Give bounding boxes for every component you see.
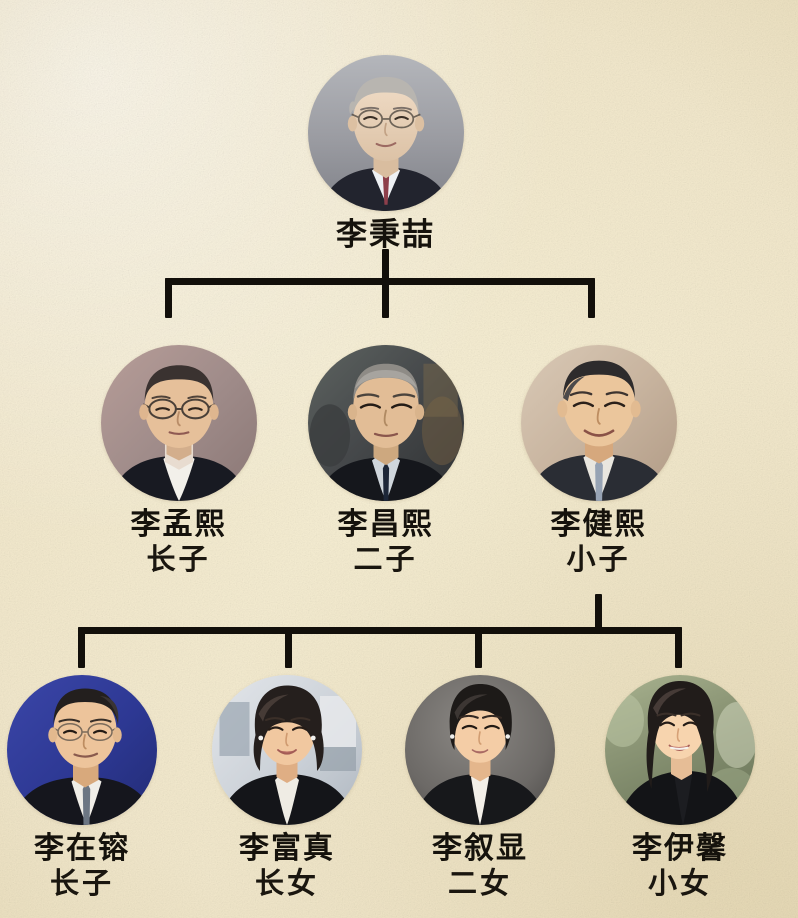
node-label-lee-jae-yong: 李在镕 长子 [34, 832, 130, 900]
portrait-lee-byung-chul[interactable] [307, 55, 464, 211]
portrait-lee-boo-jin[interactable] [212, 675, 362, 825]
portrait-lee-byung-chul-image [307, 55, 464, 211]
portrait-lee-boo-jin-image [212, 675, 362, 825]
node-role-lee-jae-yong: 长子 [49, 867, 114, 900]
node-label-lee-yoon-hyung: 李伊馨 小女 [632, 832, 728, 900]
node-label-lee-boo-jin: 李富真 长女 [239, 832, 335, 900]
node-name-lee-boo-jin: 李富真 [239, 832, 335, 865]
node-label-lee-seo-hyun: 李叙显 二女 [432, 832, 528, 900]
node-name-lee-jae-yong: 李在镕 [34, 832, 130, 865]
node-role-lee-seo-hyun: 二女 [447, 867, 512, 900]
portrait-lee-yoon-hyung[interactable] [605, 675, 755, 825]
connector-stub-up-founder [382, 249, 389, 285]
portrait-lee-chang-hee[interactable] [307, 345, 464, 501]
tree-node-lee-byung-chul[interactable]: 李秉喆 [307, 55, 464, 253]
tree-node-lee-maeng-hee[interactable]: 李孟熙 长子 [100, 345, 257, 576]
connector-stub-down-child-2 [285, 627, 292, 668]
connector-bar-generation2 [165, 278, 595, 285]
node-role-lee-chang-hee: 二子 [353, 543, 418, 576]
portrait-lee-yoon-hyung-image [605, 675, 755, 825]
tree-node-lee-seo-hyun[interactable]: 李叙显 二女 [405, 675, 555, 900]
node-role-lee-yoon-hyung: 小女 [647, 867, 712, 900]
node-label-lee-kun-hee: 李健熙 小子 [551, 508, 647, 576]
portrait-lee-jae-yong[interactable] [7, 675, 157, 825]
portrait-lee-kun-hee[interactable] [520, 345, 677, 501]
node-name-lee-chang-hee: 李昌熙 [337, 508, 434, 541]
portrait-lee-seo-hyun-image [405, 675, 555, 825]
node-name-lee-yoon-hyung: 李伊馨 [632, 832, 728, 865]
node-name-lee-seo-hyun: 李叙显 [432, 832, 528, 865]
tree-node-lee-chang-hee[interactable]: 李昌熙 二子 [307, 345, 464, 576]
portrait-lee-kun-hee-image [520, 345, 677, 501]
node-label-lee-maeng-hee: 李孟熙 长子 [131, 508, 227, 576]
portrait-lee-chang-hee-image [307, 345, 464, 501]
connector-stub-down-son-2 [382, 278, 389, 318]
connector-stub-up-lee-kun-hee [595, 594, 602, 631]
connector-stub-down-child-3 [475, 627, 482, 668]
tree-node-lee-jae-yong[interactable]: 李在镕 长子 [7, 675, 157, 900]
portrait-lee-seo-hyun[interactable] [405, 675, 555, 825]
connector-stub-down-son-1 [165, 278, 172, 318]
portrait-lee-maeng-hee[interactable] [100, 345, 257, 501]
portrait-lee-jae-yong-image [7, 675, 157, 825]
node-role-lee-boo-jin: 长女 [254, 867, 319, 900]
portrait-lee-maeng-hee-image [100, 345, 257, 501]
node-role-lee-kun-hee: 小子 [566, 543, 631, 576]
tree-node-lee-yoon-hyung[interactable]: 李伊馨 小女 [605, 675, 755, 900]
tree-node-lee-kun-hee[interactable]: 李健熙 小子 [520, 345, 677, 576]
connector-stub-down-child-1 [78, 627, 85, 668]
node-name-lee-kun-hee: 李健熙 [550, 508, 647, 541]
node-role-lee-maeng-hee: 长子 [146, 543, 211, 576]
connector-stub-down-child-4 [675, 627, 682, 668]
node-label-lee-byung-chul: 李秉喆 [336, 217, 435, 253]
connector-bar-generation3 [78, 627, 682, 634]
node-label-lee-chang-hee: 李昌熙 二子 [338, 508, 434, 576]
tree-node-lee-boo-jin[interactable]: 李富真 长女 [212, 675, 362, 900]
connector-stub-down-son-3 [588, 278, 595, 318]
node-name-lee-maeng-hee: 李孟熙 [130, 508, 227, 541]
node-name-lee-byung-chul: 李秉喆 [336, 217, 435, 252]
